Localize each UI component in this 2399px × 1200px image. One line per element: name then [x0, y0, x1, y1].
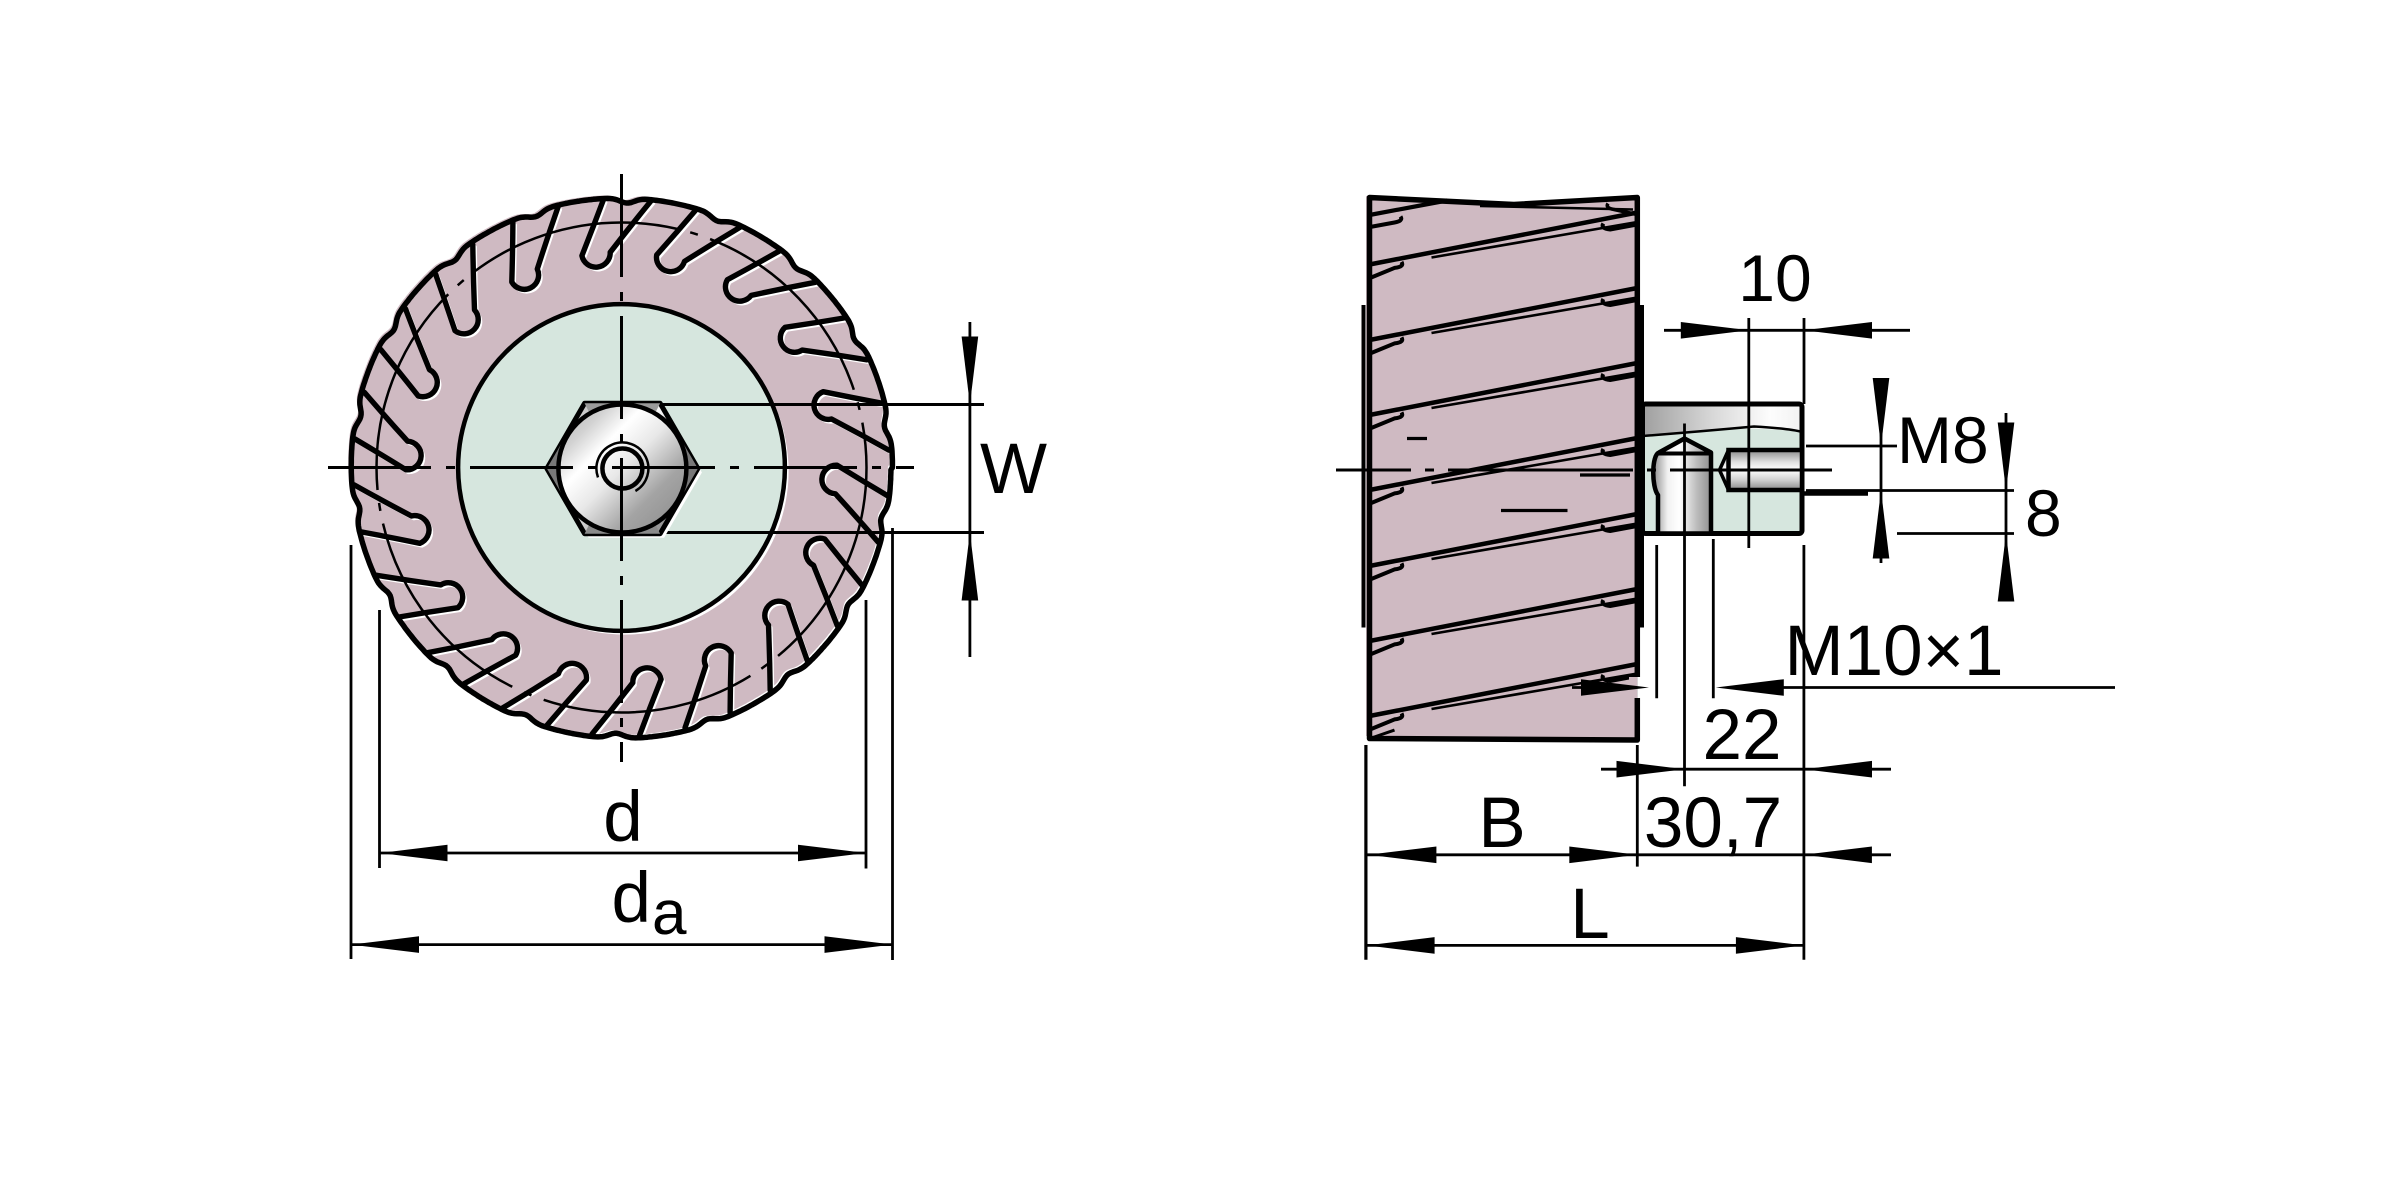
svg-text:10: 10 — [1738, 241, 1811, 315]
svg-text:W: W — [980, 430, 1047, 509]
svg-text:8: 8 — [2025, 476, 2062, 550]
svg-text:L: L — [1570, 875, 1610, 954]
svg-text:M10×1: M10×1 — [1784, 612, 2003, 691]
svg-text:22: 22 — [1703, 696, 1782, 775]
svg-text:M8: M8 — [1897, 403, 1989, 477]
svg-text:30,7: 30,7 — [1644, 784, 1782, 863]
svg-text:d: d — [603, 778, 643, 857]
svg-text:a: a — [652, 879, 687, 948]
svg-text:d: d — [612, 859, 652, 938]
svg-text:B: B — [1478, 784, 1525, 863]
